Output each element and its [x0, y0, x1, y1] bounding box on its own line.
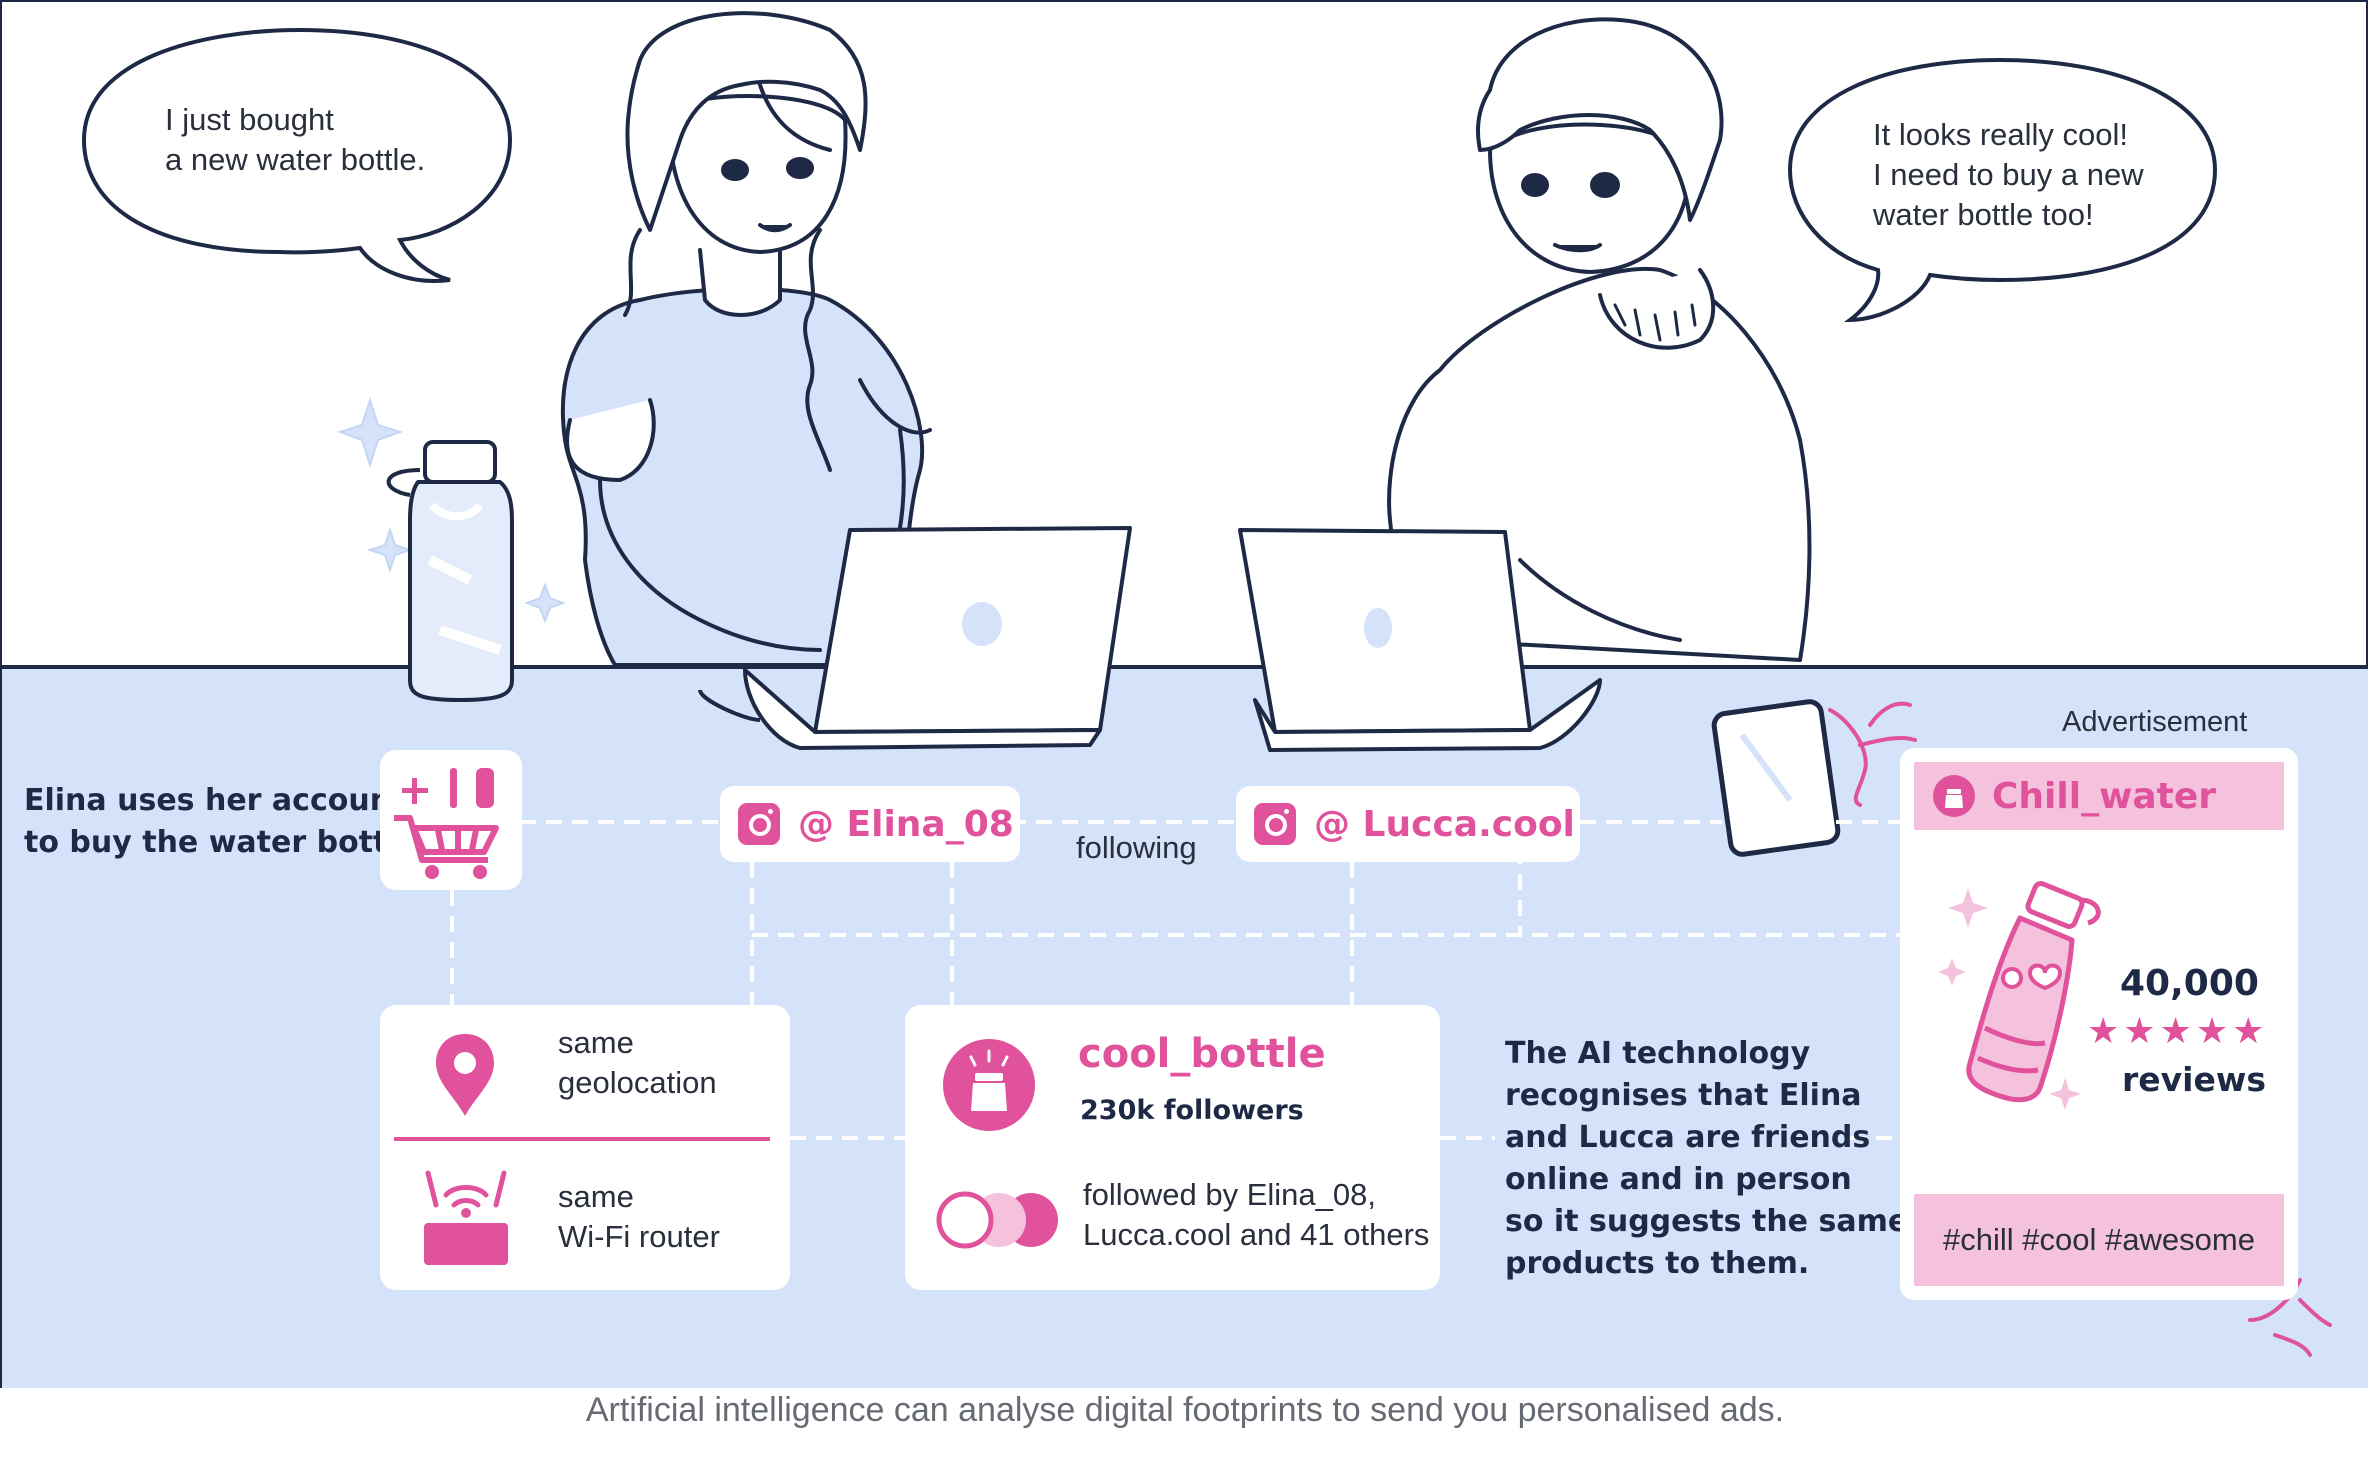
ad-review-count: 40,000 — [2120, 963, 2259, 1004]
ai-explanation: The AI technology recognises that Elina … — [1505, 1033, 1908, 1285]
ai-line3: and Lucca are friends — [1505, 1120, 1871, 1155]
ai-line2: recognises that Elina — [1505, 1078, 1862, 1113]
followed-line1: followed by Elina_08, — [1083, 1177, 1376, 1212]
speech-text-lucca: It looks really cool! I need to buy a ne… — [1873, 115, 2144, 235]
ai-line4: online and in person — [1505, 1162, 1852, 1197]
purchase-description: Elina uses her account to buy the water … — [24, 780, 418, 864]
ai-line5: so it suggests the same — [1505, 1204, 1909, 1239]
brand-card[interactable]: cool_bottle 230k followers followed by E… — [905, 1005, 1440, 1290]
brand-followed-by: followed by Elina_08, Lucca.cool and 41 … — [1083, 1175, 1429, 1255]
bottle-logo-icon — [943, 1039, 1035, 1131]
geolocation-text: same geolocation — [558, 1023, 717, 1103]
ad-header[interactable]: Chill_water — [1914, 762, 2284, 830]
wifi-text: same Wi-Fi router — [558, 1177, 720, 1257]
ai-line6: products to them. — [1505, 1246, 1810, 1281]
elina-account-tag[interactable]: @ Elina_08 — [720, 786, 1020, 862]
ai-line1: The AI technology — [1505, 1036, 1811, 1071]
instagram-icon — [738, 803, 780, 845]
laptop-elina — [698, 526, 1132, 750]
following-label: following — [1076, 830, 1197, 865]
bottle-logo-icon — [1933, 775, 1975, 817]
speech-lucca-line3: water bottle too! — [1873, 197, 2094, 232]
location-divider — [394, 1137, 770, 1141]
ad-star-rating: ★★★★★ — [2087, 1010, 2269, 1051]
speech-lucca-line1: It looks really cool! — [1873, 117, 2128, 152]
speech-elina-line2: a new water bottle. — [165, 142, 426, 177]
speech-elina-line1: I just bought — [165, 102, 334, 137]
ad-tags: #chill #cool #awesome — [1914, 1194, 2284, 1286]
phone-icon — [1711, 699, 1841, 857]
sparkle-icons — [336, 396, 566, 624]
speech-bubble-lucca — [1787, 57, 2218, 323]
follower-avatars — [936, 1191, 1058, 1249]
ad-reviews-label: reviews — [2122, 1060, 2266, 1099]
ad-hashtags: #chill #cool #awesome — [1943, 1222, 2255, 1257]
geo-line2: geolocation — [558, 1065, 717, 1100]
ad-card[interactable]: Chill_water 40,000 ★★★★★ reviews #chill … — [1900, 748, 2298, 1300]
shopping-cart-icon — [394, 768, 499, 879]
map-pin-icon — [436, 1034, 494, 1116]
instagram-icon — [1254, 803, 1296, 845]
wifi-line2: Wi-Fi router — [558, 1219, 720, 1254]
figure-caption: Artificial intelligence can analyse digi… — [585, 1391, 1785, 1429]
speech-bubble-elina — [81, 27, 513, 283]
brand-name[interactable]: cool_bottle — [1078, 1031, 1326, 1077]
brand-followers: 230k followers — [1080, 1095, 1304, 1126]
speech-lucca-line2: I need to buy a new — [1873, 157, 2144, 192]
laptop-lucca — [1238, 528, 1602, 752]
ad-bottle-illustration — [1938, 881, 2101, 1110]
purchase-line1: Elina uses her account — [24, 783, 406, 818]
water-bottle-illustration — [386, 440, 514, 702]
geo-line1: same — [558, 1025, 634, 1060]
location-card: same geolocation same Wi-Fi router — [380, 1005, 790, 1290]
dashed-connectors — [450, 820, 1900, 1140]
ad-brand-name: Chill_water — [1992, 775, 2216, 817]
advertisement-label: Advertisement — [2062, 706, 2248, 738]
elina-handle: @ Elina_08 — [798, 803, 1014, 845]
lucca-handle: @ Lucca.cool — [1314, 803, 1575, 845]
speech-text-elina: I just bought a new water bottle. — [165, 100, 425, 180]
lucca-account-tag[interactable]: @ Lucca.cool — [1236, 786, 1580, 862]
wifi-line1: same — [558, 1179, 634, 1214]
followed-line2: Lucca.cool and 41 others — [1083, 1217, 1430, 1252]
purchase-line2: to buy the water bottle — [24, 825, 418, 860]
wifi-router-icon — [424, 1170, 508, 1265]
elina-character — [560, 11, 932, 667]
cart-card — [380, 750, 522, 890]
notification-sparks — [1828, 701, 2332, 1357]
